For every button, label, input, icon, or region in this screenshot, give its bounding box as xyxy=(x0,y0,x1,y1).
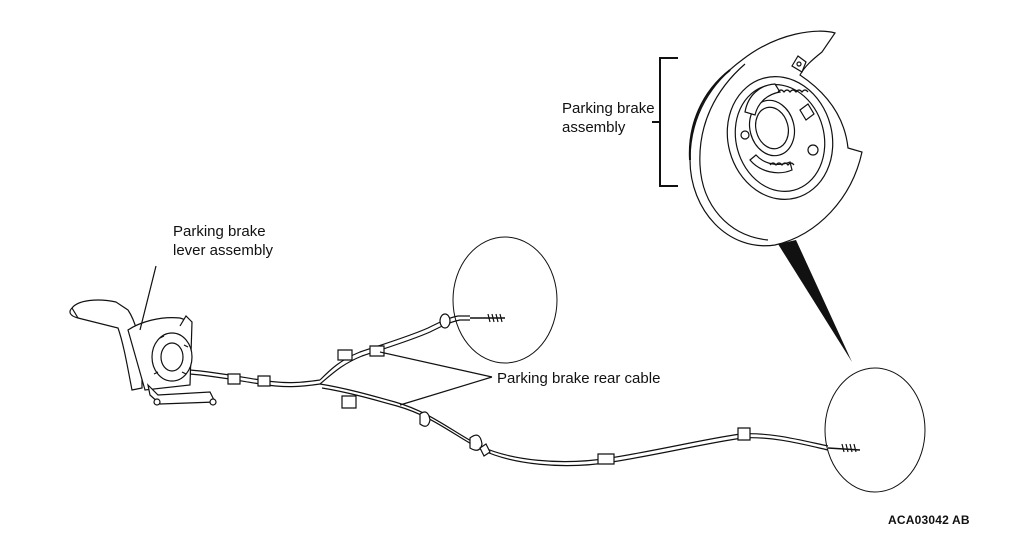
rear-cable-illustration xyxy=(190,314,860,466)
detail-pointer-wedge xyxy=(778,240,852,362)
leader-lines xyxy=(140,266,492,405)
figure-code: ACA03042 AB xyxy=(888,513,970,527)
detail-circle-right xyxy=(825,368,925,492)
lever-assembly-illustration xyxy=(70,300,216,405)
label-line: lever assembly xyxy=(173,242,274,259)
parking-brake-assembly-illustration xyxy=(690,31,862,246)
label-line: assembly xyxy=(562,119,626,136)
assembly-bracket xyxy=(652,58,678,186)
detail-circle-left xyxy=(453,237,557,363)
label-parking-brake-assembly: Parking brake assembly xyxy=(562,99,655,137)
label-lever-assembly: Parking brake lever assembly xyxy=(173,222,273,260)
label-rear-cable: Parking brake rear cable xyxy=(497,370,661,387)
label-line: Parking brake xyxy=(173,223,266,240)
label-line: Parking brake xyxy=(562,100,655,117)
